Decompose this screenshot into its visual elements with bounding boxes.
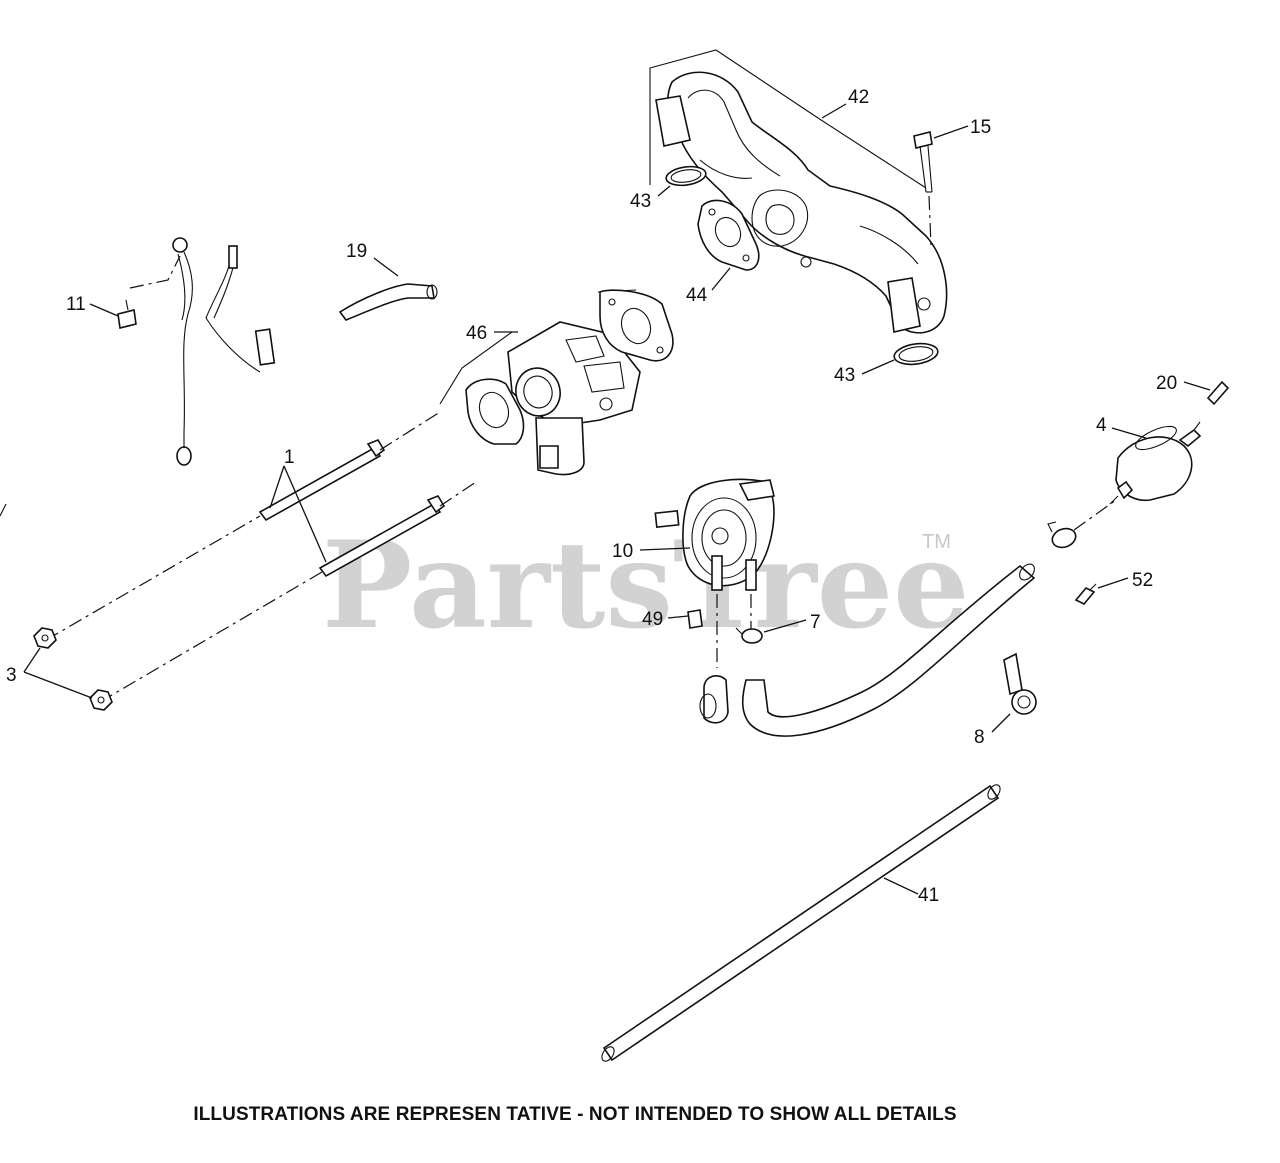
fuel-line-41[interactable]	[599, 783, 1002, 1064]
o-ring-43-lower[interactable]	[893, 341, 939, 367]
callout-4: 4	[1096, 415, 1107, 436]
manifold-gasket-44[interactable]	[697, 199, 760, 271]
callout-49: 49	[642, 609, 663, 630]
callout-46: 46	[466, 323, 487, 344]
callout-20: 20	[1156, 373, 1177, 394]
stud-1-upper[interactable]	[258, 439, 386, 522]
pin-20[interactable]	[1206, 380, 1230, 406]
nut-3-upper[interactable]	[33, 627, 57, 649]
stud-1-lower[interactable]	[318, 495, 446, 578]
hose-clamp[interactable]	[1047, 521, 1078, 551]
footnote-disclaimer: ILLUSTRATIONS ARE REPRESEN TATIVE - NOT …	[193, 1104, 957, 1125]
callout-3: 3	[6, 665, 17, 686]
screw-49[interactable]	[687, 609, 703, 629]
callout-1: 1	[284, 447, 295, 468]
clamp-7[interactable]	[735, 627, 763, 644]
fuel-hose-pump[interactable]	[741, 561, 1038, 737]
callout-52: 52	[1132, 570, 1153, 591]
hose-19[interactable]	[338, 283, 438, 321]
callout-43-upper: 43	[630, 191, 651, 212]
fitting-52[interactable]	[1074, 583, 1097, 605]
bolt-15[interactable]	[913, 131, 933, 247]
nut-3-lower[interactable]	[89, 689, 113, 711]
fuel-filter-4[interactable]	[1109, 421, 1202, 505]
carburetor-part[interactable]	[439, 289, 674, 476]
watermark-tm: TM	[922, 531, 951, 553]
callout-7: 7	[810, 612, 821, 633]
callout-8: 8	[974, 727, 985, 748]
o-ring-43-upper[interactable]	[665, 164, 707, 187]
wire-harness-11[interactable]	[129, 237, 276, 466]
screw-11[interactable]	[117, 299, 137, 329]
fuel-pump-10[interactable]	[654, 478, 775, 668]
watermark-text: PartsTree	[322, 515, 969, 656]
callout-44: 44	[686, 285, 708, 306]
callout-43-lower: 43	[834, 365, 855, 386]
callout-19: 19	[346, 241, 367, 262]
callout-41: 41	[918, 885, 939, 906]
callout-42: 42	[848, 87, 869, 108]
callout-11: 11	[66, 294, 86, 315]
callout-15: 15	[970, 117, 991, 138]
clip-8[interactable]	[1003, 652, 1037, 715]
elbow-fitting[interactable]	[699, 675, 729, 724]
intake-manifold-part[interactable]	[649, 49, 948, 334]
callout-10: 10	[612, 541, 633, 562]
